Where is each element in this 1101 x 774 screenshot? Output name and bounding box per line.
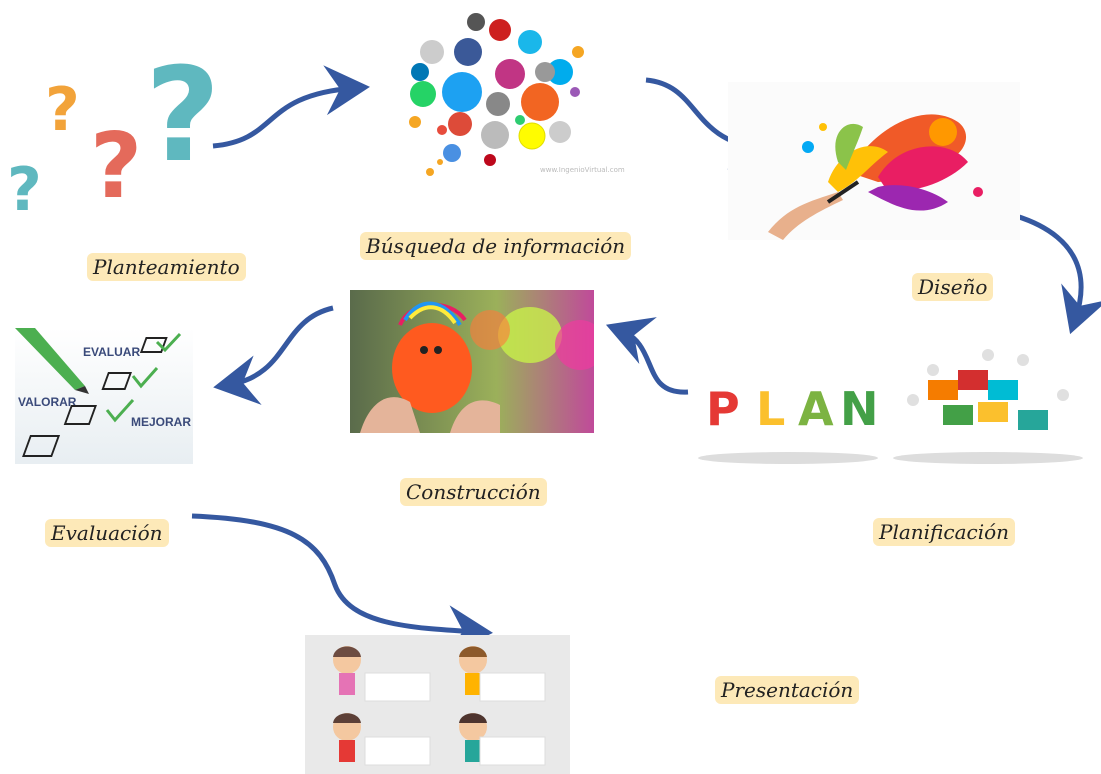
label-diseno: Diseño (912, 273, 994, 301)
svg-text:P: P (706, 382, 740, 436)
arrow-planteamiento-to-busqueda (212, 65, 370, 149)
social-media-cloud-image: www.IngenioVirtual.com (400, 12, 625, 182)
planning-image: P L A N (688, 340, 1088, 470)
construction-craft-image (350, 290, 594, 433)
svg-text:A: A (798, 382, 834, 436)
svg-text:?: ? (45, 75, 80, 145)
label-busqueda: Búsqueda de información (360, 232, 632, 260)
svg-text:?: ? (7, 155, 42, 220)
svg-text:MEJORAR: MEJORAR (131, 415, 191, 429)
checklist-image: EVALUAR VALORAR MEJORAR (15, 328, 193, 464)
label-planteamiento: Planteamiento (87, 253, 246, 281)
label-evaluacion: Evaluación (45, 519, 169, 547)
arrow-construccion-to-evaluacion (213, 305, 334, 405)
label-planificacion: Planificación (873, 518, 1016, 546)
arrow-evaluacion-to-presentacion (191, 513, 493, 656)
presentation-kids-image (305, 635, 570, 774)
svg-text:EVALUAR: EVALUAR (83, 345, 140, 359)
svg-text:?: ? (145, 39, 215, 191)
question-marks-image: ? ? ? ? (5, 35, 215, 220)
svg-text:VALORAR: VALORAR (18, 395, 77, 409)
label-construccion: Construcción (400, 478, 547, 506)
label-presentacion: Presentación (715, 676, 860, 704)
social-watermark: www.IngenioVirtual.com (540, 166, 625, 174)
svg-text:?: ? (90, 114, 142, 219)
arrow-planificacion-to-construccion (605, 317, 689, 395)
design-paint-image (728, 82, 1020, 240)
svg-text:N: N (840, 382, 879, 436)
svg-text:L: L (756, 382, 785, 436)
